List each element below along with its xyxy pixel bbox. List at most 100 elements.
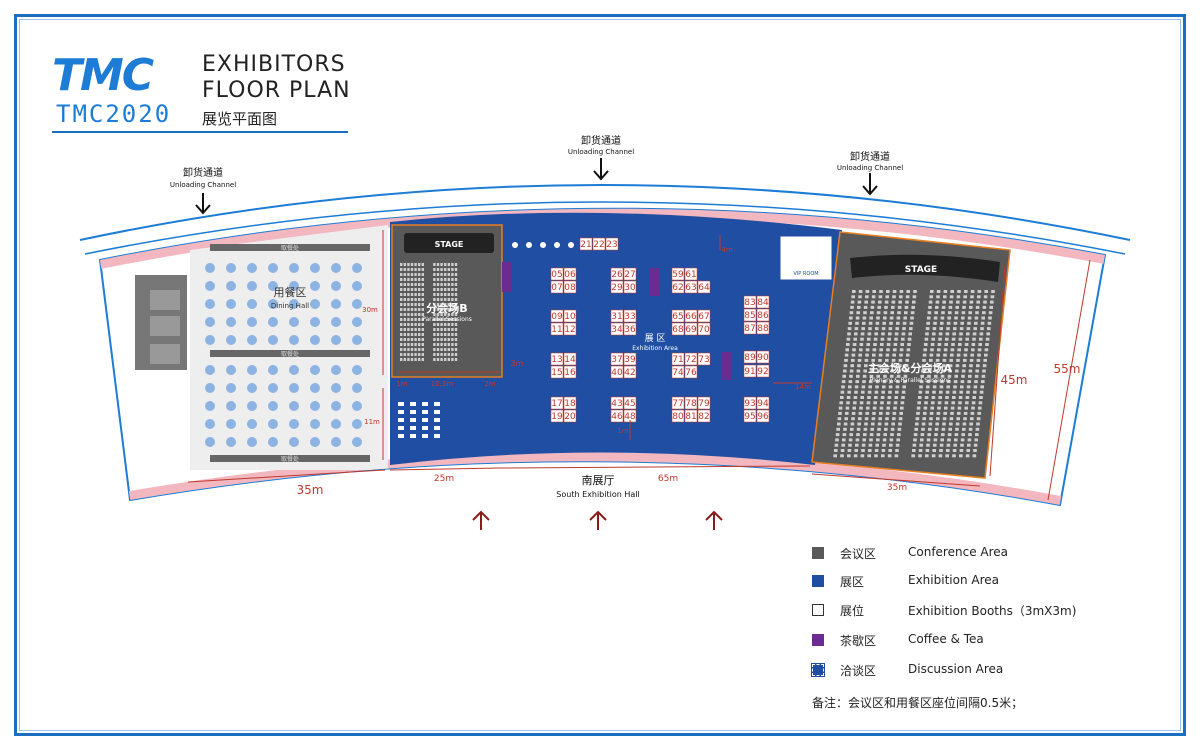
seat xyxy=(954,433,959,437)
seat xyxy=(861,385,866,389)
seat xyxy=(883,374,887,378)
seat xyxy=(946,449,950,452)
seat xyxy=(935,422,939,426)
seat xyxy=(414,288,417,291)
seat xyxy=(403,323,406,326)
seat xyxy=(403,273,406,276)
seat xyxy=(918,390,923,394)
buffet-label-mid: 取餐处 xyxy=(281,350,299,358)
seat xyxy=(888,390,892,394)
booth xyxy=(697,280,711,294)
seat xyxy=(894,396,898,399)
seat xyxy=(451,338,454,341)
seat xyxy=(980,385,984,389)
seat xyxy=(893,406,897,410)
booth-number: 92 xyxy=(757,367,768,377)
discussion-seat xyxy=(434,418,440,422)
seat xyxy=(891,358,896,362)
seat xyxy=(912,295,917,299)
seat xyxy=(918,449,923,452)
seat xyxy=(889,316,894,320)
booth-number: 82 xyxy=(698,412,709,422)
seat xyxy=(929,417,933,421)
seat xyxy=(854,390,858,394)
seat xyxy=(451,278,454,281)
seat xyxy=(400,323,403,326)
booth xyxy=(550,309,564,323)
booth-number: 63 xyxy=(685,283,696,293)
discussion-seat xyxy=(410,434,416,438)
booth-number: 11 xyxy=(551,325,562,335)
seat xyxy=(414,278,417,281)
booth-number: 70 xyxy=(698,325,710,335)
seat xyxy=(954,311,959,315)
seat xyxy=(916,411,920,415)
seat xyxy=(912,443,917,447)
seat xyxy=(444,308,447,311)
seat xyxy=(421,273,424,276)
booth-number: 95 xyxy=(744,412,755,422)
seat xyxy=(418,268,421,271)
seat xyxy=(904,364,909,368)
seat xyxy=(983,358,987,362)
seat xyxy=(949,295,954,299)
seat xyxy=(964,290,968,293)
seat xyxy=(932,327,937,331)
seat xyxy=(909,327,913,331)
seat xyxy=(988,316,992,320)
seat xyxy=(959,454,963,458)
seat xyxy=(418,288,421,291)
seat xyxy=(913,438,917,442)
booth xyxy=(671,409,685,423)
dining-table xyxy=(310,401,320,411)
seat xyxy=(967,316,972,320)
seat xyxy=(875,443,879,447)
booth xyxy=(610,365,624,379)
booth-number: 87 xyxy=(744,324,755,334)
seat xyxy=(971,343,976,346)
seat xyxy=(975,369,979,373)
seat xyxy=(926,321,930,325)
seat xyxy=(940,321,944,325)
seat xyxy=(933,316,938,320)
seat xyxy=(858,290,863,293)
seat xyxy=(956,417,960,421)
dining-table xyxy=(268,299,278,309)
seat xyxy=(418,298,421,301)
seat xyxy=(961,433,965,437)
seat xyxy=(418,328,421,331)
seat xyxy=(414,298,417,301)
seat xyxy=(869,380,873,384)
dining-table xyxy=(331,383,341,393)
seat xyxy=(962,422,967,426)
legend-discussion-en: Discussion Area xyxy=(908,662,1004,676)
seat xyxy=(876,316,880,320)
seat xyxy=(927,433,931,437)
seat xyxy=(862,380,866,384)
discussion-seat xyxy=(422,426,428,430)
seat xyxy=(444,338,447,341)
seat xyxy=(942,364,946,368)
seat xyxy=(968,374,972,378)
dining-table xyxy=(352,281,362,291)
seat xyxy=(444,348,447,351)
seat xyxy=(938,454,943,458)
seat xyxy=(947,433,952,437)
booth-number: 20 xyxy=(564,412,576,422)
seat xyxy=(407,303,410,306)
seat xyxy=(447,333,450,336)
seat xyxy=(436,313,440,316)
booth xyxy=(623,309,637,323)
seat xyxy=(454,293,458,296)
dim-right-height: 45m xyxy=(1001,373,1028,387)
booth xyxy=(563,267,577,281)
discussion-seat xyxy=(434,434,440,438)
seat xyxy=(962,364,966,368)
discussion-seat xyxy=(410,410,416,414)
seat xyxy=(421,298,424,301)
seat xyxy=(889,443,893,447)
seat xyxy=(883,311,888,315)
seat xyxy=(447,318,450,321)
seat xyxy=(889,438,894,442)
seat xyxy=(454,268,458,271)
